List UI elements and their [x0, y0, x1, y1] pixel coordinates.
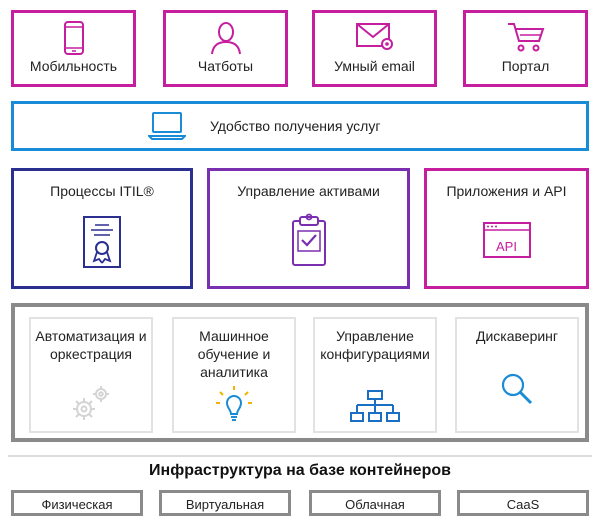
tile-label: Процессы ITIL®	[50, 183, 154, 199]
tile-asset-management: Управление активами	[207, 168, 410, 289]
tile-label: Мобильность	[29, 58, 118, 74]
clipboard-check-icon	[290, 213, 328, 267]
tile-smart-email: Умный email	[312, 10, 437, 87]
smartphone-icon	[63, 21, 85, 55]
api-badge: API	[496, 239, 517, 254]
person-icon	[209, 21, 243, 55]
tile-label: Дискаверинг	[475, 328, 559, 344]
tile-chatbots: Чатботы	[163, 10, 288, 87]
certificate-icon	[82, 215, 122, 269]
lightbulb-icon	[214, 385, 254, 425]
tile-label: Виртуальная	[185, 497, 265, 512]
tile-label: Автоматизация и оркестрация	[35, 328, 147, 362]
tile-automation: Автоматизация и оркестрация	[29, 317, 153, 433]
tile-label: Чатботы	[197, 58, 254, 74]
browser-window-icon	[482, 221, 532, 259]
infra-physical: Физическая	[11, 490, 143, 516]
section-divider	[8, 455, 592, 457]
service-experience-bar: Удобство получения услуг	[11, 101, 589, 151]
tile-machine-learning: Машинное обучение и аналитика	[172, 317, 296, 433]
infra-cloud: Облачная	[309, 490, 441, 516]
hierarchy-icon	[349, 389, 401, 425]
shopping-cart-icon	[506, 21, 546, 53]
tile-config-management: Управление конфигурациями	[313, 317, 437, 433]
laptop-icon	[148, 111, 186, 141]
tile-label: Портал	[501, 58, 550, 74]
tile-itil-processes: Процессы ITIL®	[11, 168, 193, 289]
infrastructure-title: Инфраструктура на базе контейнеров	[149, 462, 451, 479]
tile-portal: Портал	[463, 10, 588, 87]
tile-mobility: Мобильность	[11, 10, 136, 87]
platform-capabilities: Автоматизация и оркестрация Машинное обу…	[11, 303, 589, 442]
infra-caas: CaaS	[457, 490, 589, 516]
gears-icon	[69, 383, 113, 425]
tile-label: Физическая	[41, 497, 113, 512]
tile-label: Машинное обучение и аналитика	[197, 328, 271, 380]
tile-discovery: Дискаверинг	[455, 317, 579, 433]
tile-label: Приложения и API	[446, 183, 567, 199]
service-bar-label: Удобство получения услуг	[210, 118, 381, 134]
tile-apps-and-api: Приложения и API API	[424, 168, 589, 289]
tile-label: Управление активами	[237, 183, 380, 199]
magnifier-icon	[499, 371, 535, 407]
tile-label: Умный email	[334, 58, 415, 74]
tile-label: CaaS	[506, 497, 540, 512]
infra-virtual: Виртуальная	[159, 490, 291, 516]
tile-label: Управление конфигурациями	[320, 328, 430, 362]
tile-label: Облачная	[345, 497, 405, 512]
envelope-icon	[355, 21, 395, 51]
